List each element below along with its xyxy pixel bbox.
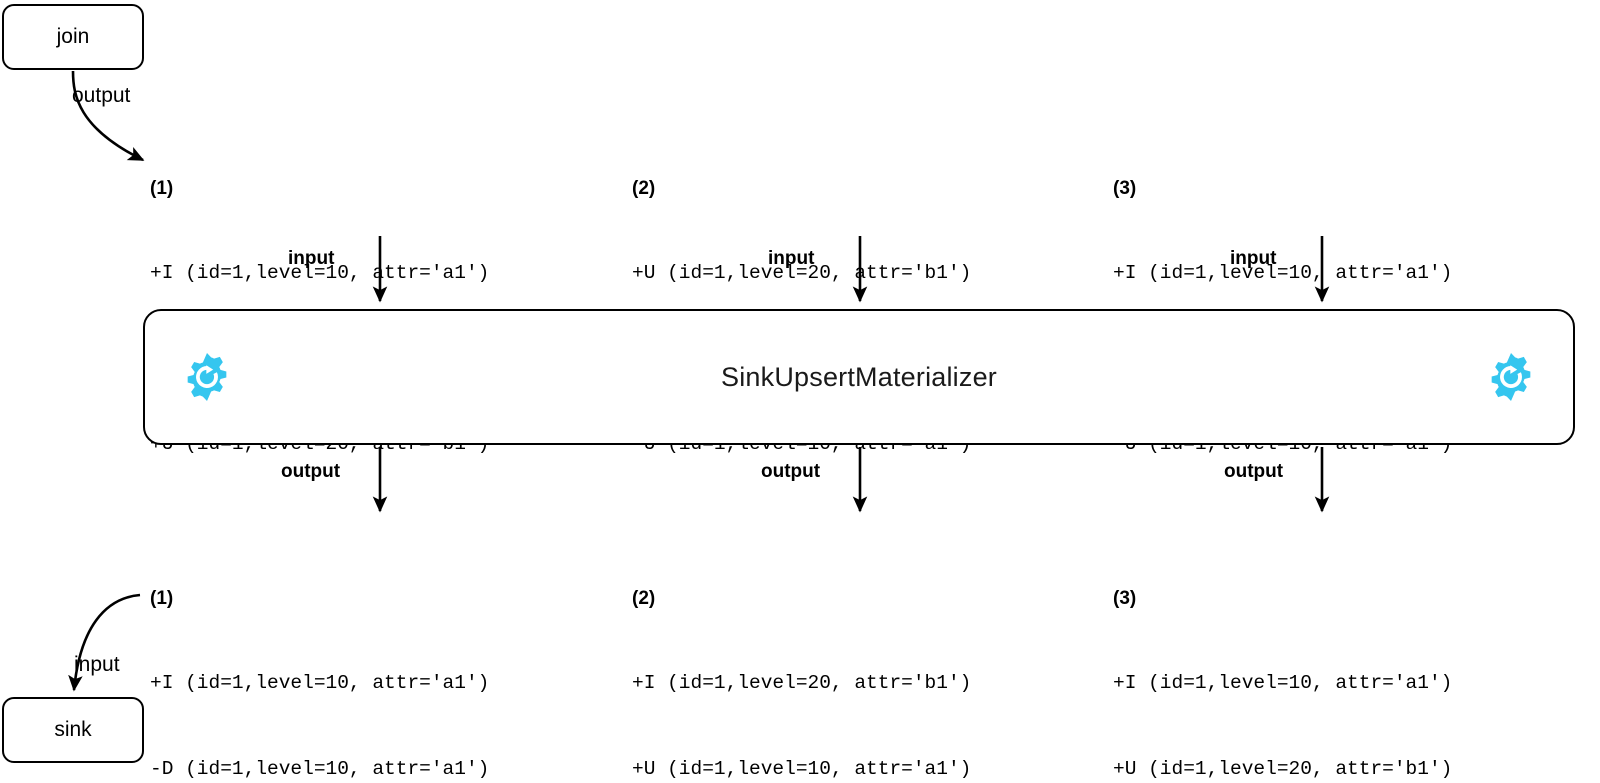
edge-label-output-2: output: [761, 461, 821, 482]
edge-label-sink-input: input: [74, 653, 120, 676]
edge-label-output-1: output: [281, 461, 341, 482]
output-block-3-line-1: +I (id=1,level=10, attr='a1'): [1113, 672, 1453, 694]
edge-label-input-2: input: [768, 248, 815, 269]
edge-label-join-output: output: [72, 84, 131, 107]
output-block-2-line-1: +I (id=1,level=20, attr='b1'): [632, 672, 972, 694]
materializer-title: SinkUpsertMaterializer: [721, 361, 997, 392]
node-join-label: join: [56, 25, 90, 48]
node-sink-label: sink: [54, 718, 92, 741]
edge-label-input-3: input: [1230, 248, 1277, 269]
output-block-2-label: (2): [632, 588, 656, 609]
input-block-2-line-1: +U (id=1,level=20, attr='b1'): [632, 262, 972, 284]
output-block-1-line-1: +I (id=1,level=10, attr='a1'): [150, 672, 490, 694]
output-block-1-label: (1): [150, 588, 174, 609]
output-block-1-line-2: -D (id=1,level=10, attr='a1'): [150, 757, 490, 780]
gear-refresh-icon: [187, 353, 227, 401]
materializer-title-wrapper: SinkUpsertMaterializer: [145, 311, 1573, 443]
output-block-3-label: (3): [1113, 588, 1137, 609]
output-block-3-line-2: +U (id=1,level=20, attr='b1'): [1113, 757, 1453, 780]
output-changelog-block-2: (2) +I (id=1,level=20, attr='b1') +U (id…: [632, 528, 971, 783]
input-block-3-line-1: +I (id=1,level=10, attr='a1'): [1113, 262, 1453, 284]
input-block-1-label: (1): [150, 178, 174, 199]
edge-label-input-1: input: [288, 248, 335, 269]
output-changelog-block-1: (1) +I (id=1,level=10, attr='a1') -D (id…: [150, 528, 489, 783]
output-changelog-block-3: (3) +I (id=1,level=10, attr='a1') +U (id…: [1113, 528, 1452, 783]
node-join[interactable]: join: [2, 4, 144, 70]
node-sink[interactable]: sink: [2, 697, 144, 763]
input-block-1-line-1: +I (id=1,level=10, attr='a1'): [150, 262, 490, 284]
input-block-3-label: (3): [1113, 178, 1137, 199]
output-block-2-line-2: +U (id=1,level=10, attr='a1'): [632, 757, 972, 780]
input-block-2-label: (2): [632, 178, 656, 199]
gear-refresh-icon: [1491, 353, 1531, 401]
edge-label-output-3: output: [1224, 461, 1284, 482]
node-sink-upsert-materializer[interactable]: SinkUpsertMaterializer: [143, 309, 1575, 445]
